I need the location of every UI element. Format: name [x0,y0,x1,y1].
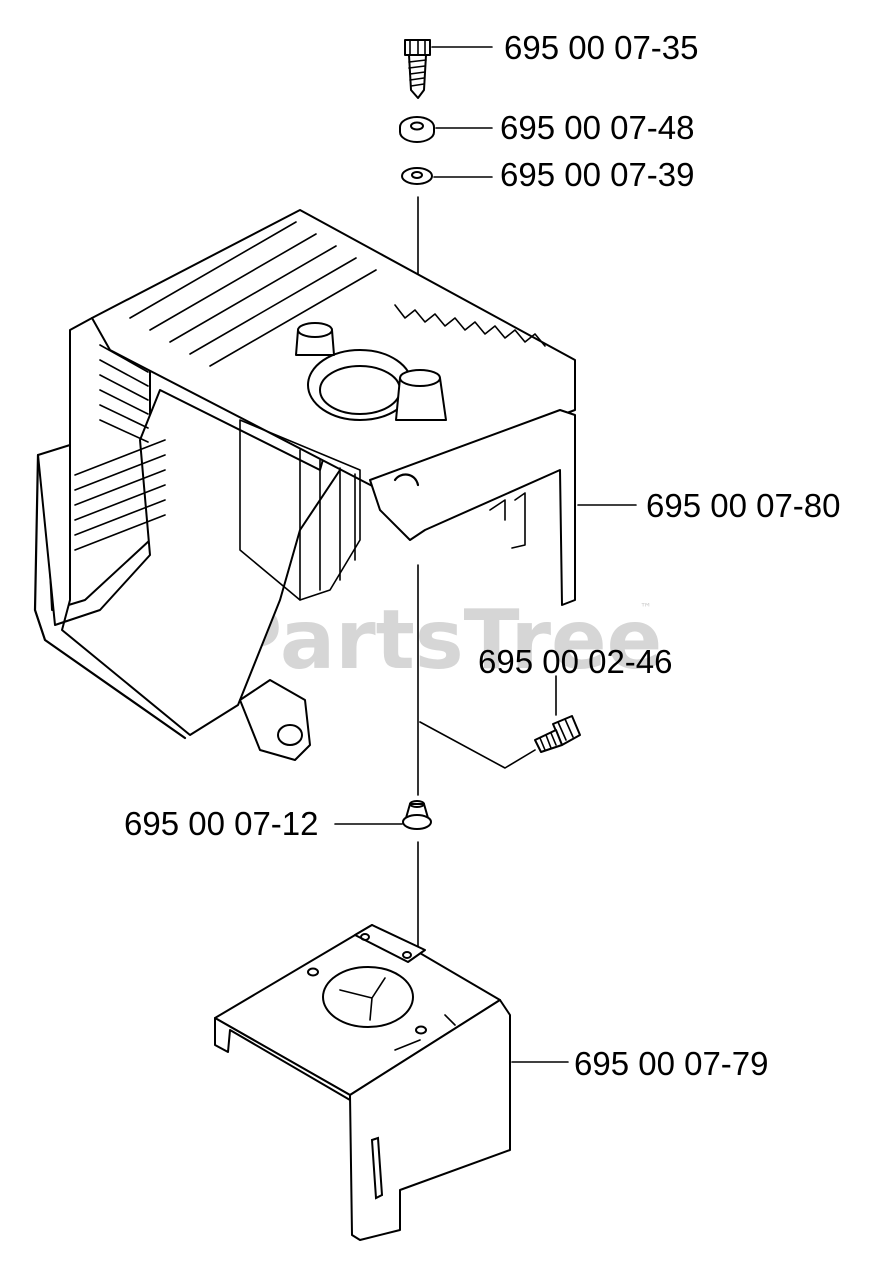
watermark-logo: PartsTree [222,593,662,688]
screw-side-part[interactable] [534,715,581,753]
part-number-label: 695 00 07-12 [124,805,319,842]
watermark-trademark: ™ [640,601,652,615]
part-number-label: 695 00 07-39 [500,156,695,193]
bracket-part[interactable] [214,924,511,1241]
cylinder-cover-part[interactable] [33,209,576,761]
part-number-label: 695 00 07-79 [574,1045,769,1082]
part-number-label: 695 00 07-35 [504,29,699,66]
washer-lower-part[interactable] [401,167,433,185]
assembly-axis [419,721,536,769]
part-number-label: 695 00 07-48 [500,109,695,146]
washer-upper-part[interactable] [399,116,435,143]
part-number-label: 695 00 07-80 [646,487,841,524]
part-number-label: 695 00 02-46 [478,643,673,680]
grommet-part[interactable] [402,800,432,830]
screw-top-part[interactable] [404,39,431,99]
